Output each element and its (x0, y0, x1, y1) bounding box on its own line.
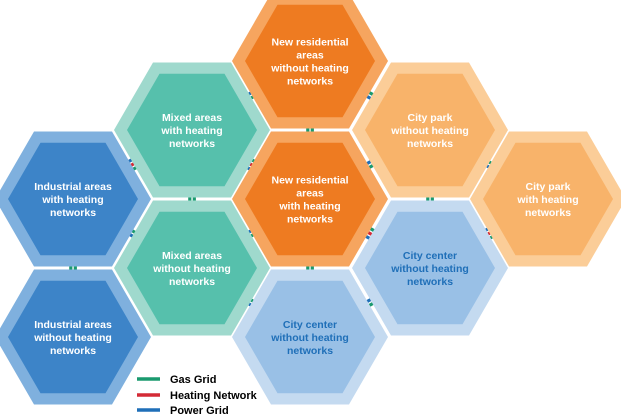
hex-inner (127, 73, 257, 187)
hex-label-line: networks (287, 345, 333, 357)
hex-label-line: without heating (390, 125, 469, 137)
hex-inner (8, 142, 138, 256)
legend-item-heat: Heating Network (137, 390, 258, 402)
hex-label-line: without heating (33, 332, 112, 344)
hex-inner (365, 211, 495, 325)
legend-label-heat: Heating Network (170, 390, 258, 402)
hex-label-line: without heating (390, 263, 469, 275)
hex-label-line: with heating (516, 194, 578, 206)
hex-label-line: networks (407, 276, 453, 288)
hex-label-line: networks (50, 345, 96, 357)
legend: Gas Grid Heating Network Power Grid (137, 374, 258, 416)
hex-inner (365, 73, 495, 187)
hex-label-line: networks (169, 276, 215, 288)
hex-label-line: areas (296, 188, 324, 200)
hex-label-line: City center (403, 250, 457, 262)
hex-label-line: with heating (160, 125, 222, 137)
hex-label-line: City center (283, 319, 337, 331)
hex-label-line: without heating (270, 332, 349, 344)
hex-label-line: with heating (41, 194, 103, 206)
hex-label-line: areas (296, 50, 324, 62)
hex-label-line: City park (408, 112, 453, 124)
hex-inner (245, 280, 375, 394)
hex-label-line: without heating (270, 63, 349, 75)
hex-label-line: networks (169, 138, 215, 150)
hex-label-line: networks (407, 138, 453, 150)
hex-label-line: networks (525, 207, 571, 219)
hex-label-line: City park (526, 181, 571, 193)
hex-label-line: networks (50, 207, 96, 219)
hex-label-line: New residential (271, 175, 348, 187)
hex-label-line: Mixed areas (162, 112, 222, 124)
hex-label-line: Mixed areas (162, 250, 222, 262)
hex-label-line: networks (287, 214, 333, 226)
hex-inner (245, 142, 375, 256)
legend-item-gas: Gas Grid (137, 374, 216, 386)
hex-inner (8, 280, 138, 394)
hex-inner (127, 211, 257, 325)
hex-label-line: Industrial areas (34, 181, 112, 193)
legend-item-power: Power Grid (137, 405, 229, 416)
legend-label-gas: Gas Grid (170, 374, 216, 386)
hex-inner (245, 4, 375, 118)
hex-label-line: Industrial areas (34, 319, 112, 331)
legend-label-power: Power Grid (170, 405, 229, 416)
hex-inner (483, 142, 613, 256)
hex-label-line: networks (287, 76, 333, 88)
hex-label-line: New residential (271, 37, 348, 49)
hex-label-line: without heating (152, 263, 231, 275)
hex-label-line: with heating (278, 201, 340, 213)
